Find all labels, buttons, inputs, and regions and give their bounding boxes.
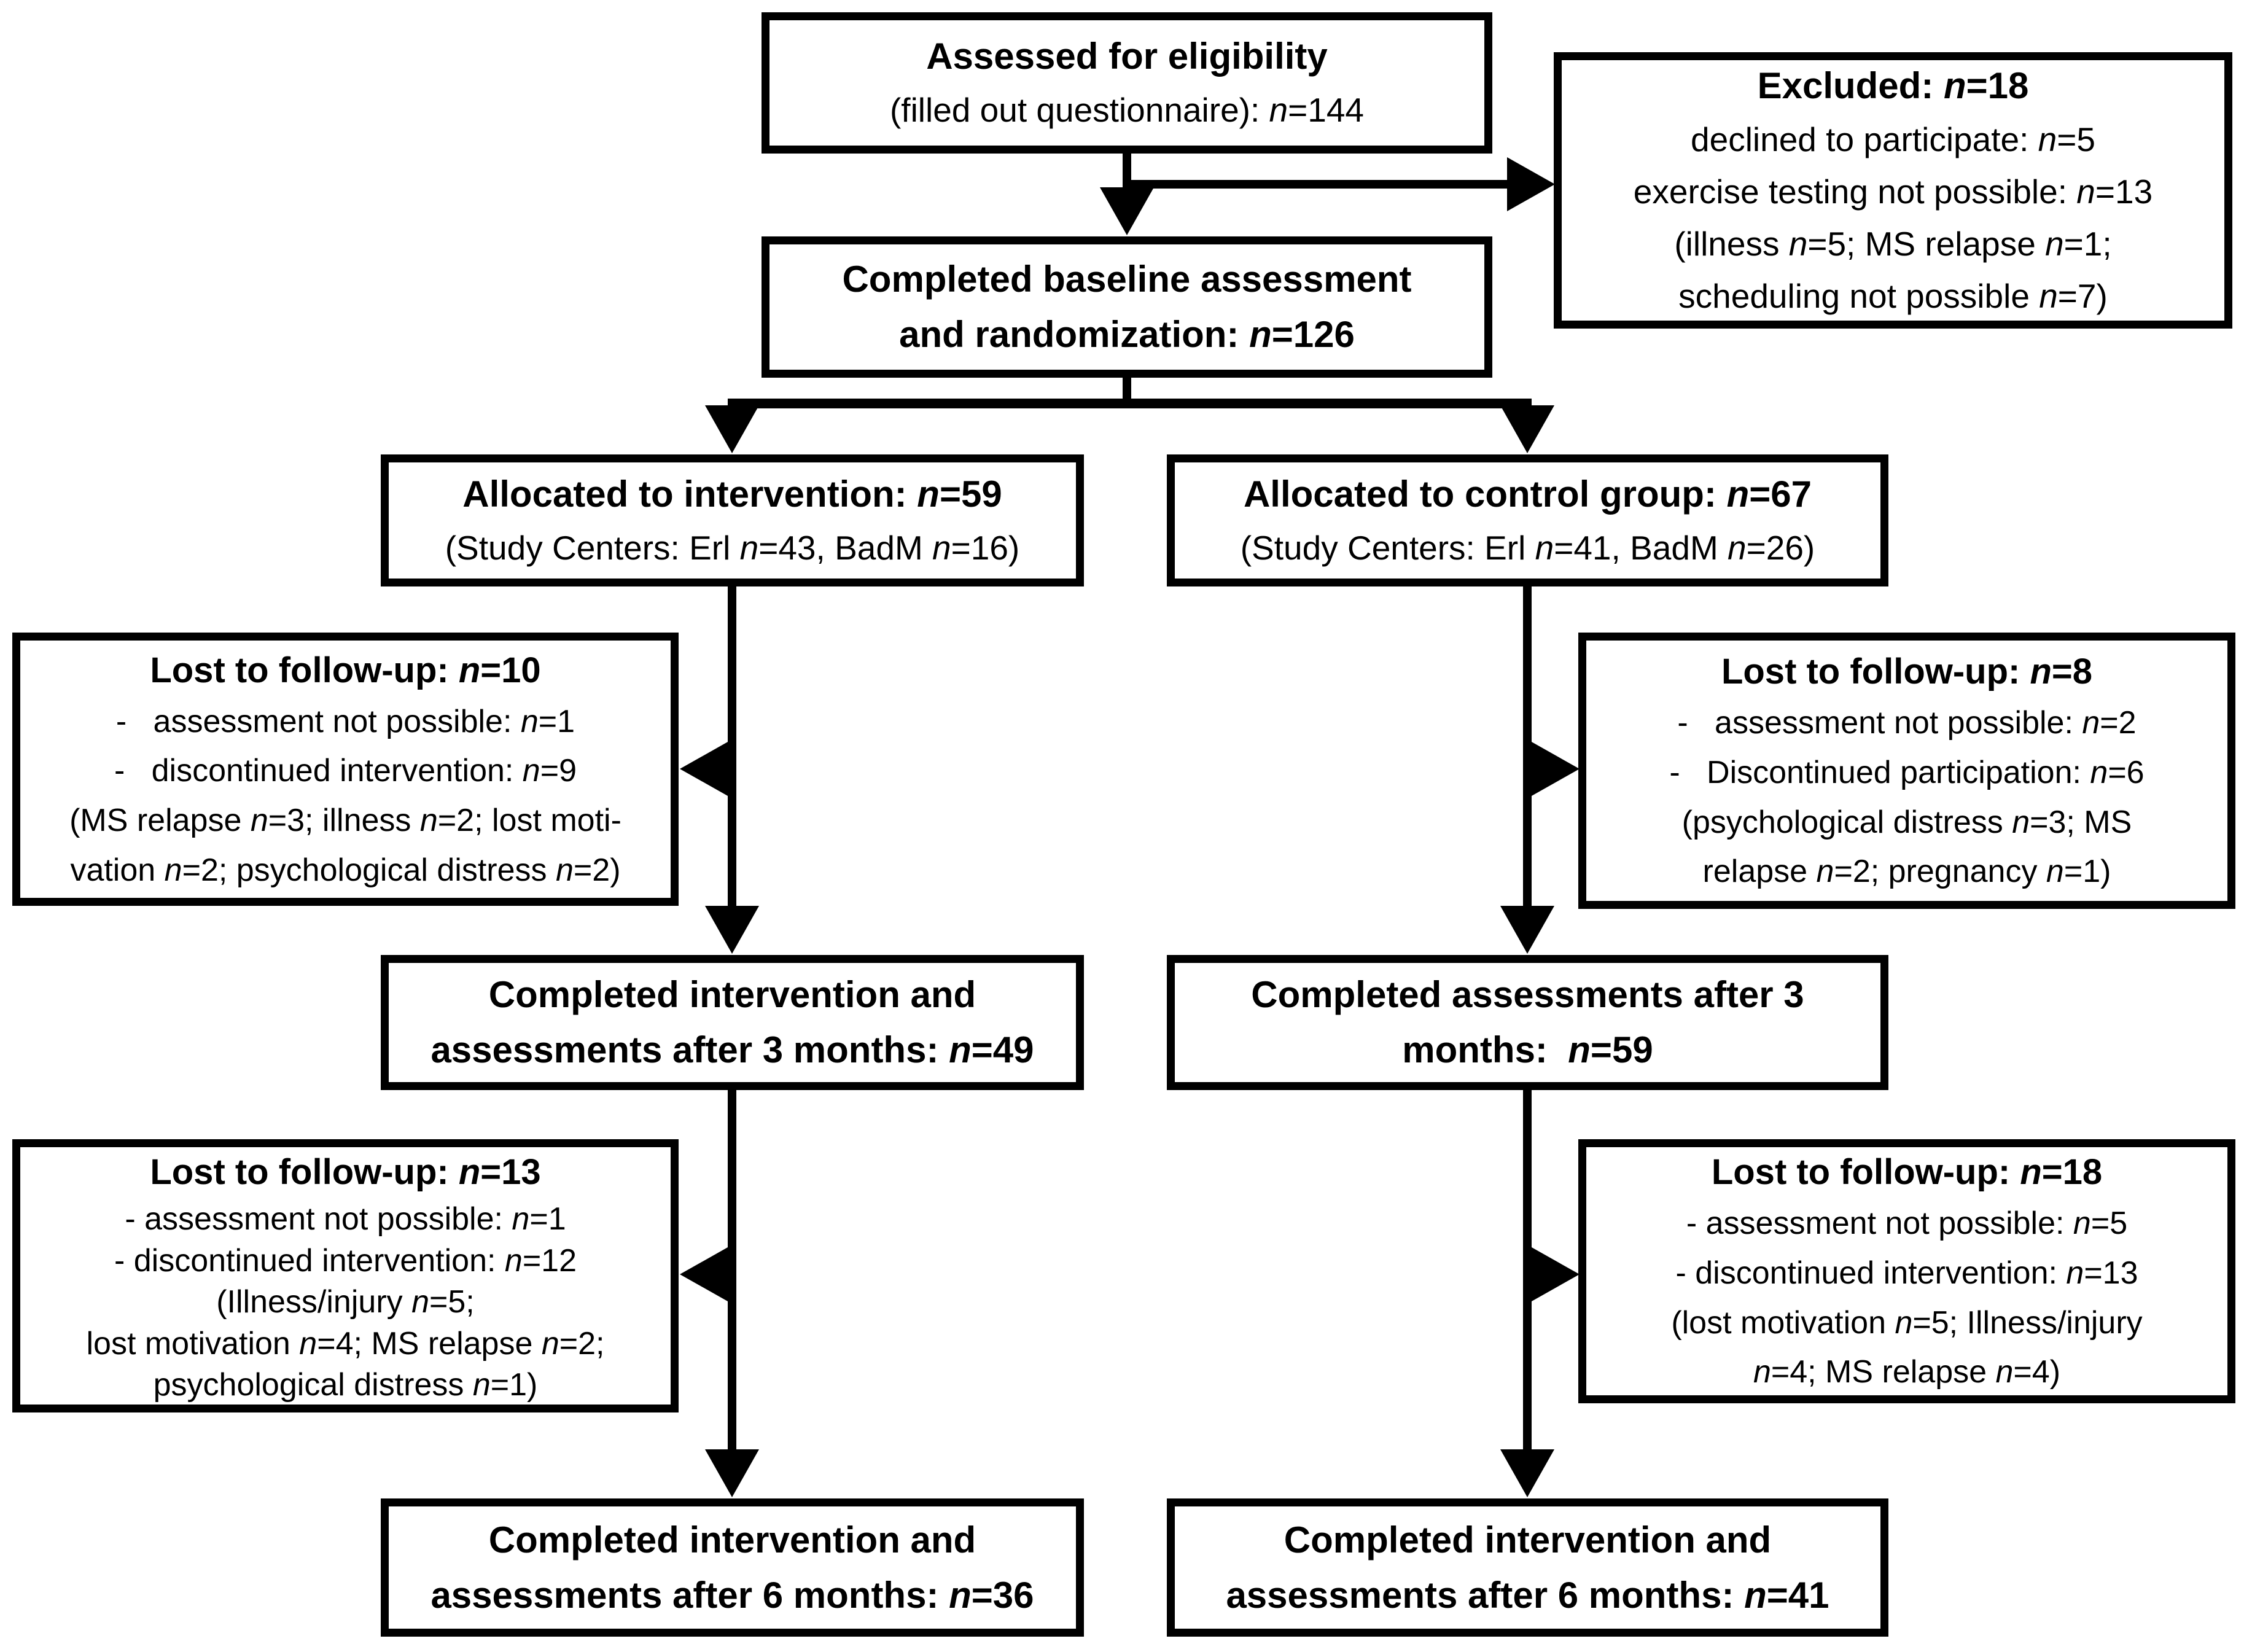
box-assessed-for-eligibility: Assessed for eligibility (filled out que… (762, 12, 1492, 154)
box-lost-followup-intervention-3mo: Lost to follow-up: n=10 - assessment not… (12, 633, 679, 906)
arrowhead-lost-int-2 (680, 1247, 728, 1301)
arrowhead-baseline (1100, 187, 1154, 235)
box-allocated-intervention: Allocated to intervention: n=59 (Study C… (381, 454, 1084, 586)
arrowhead-comp6-ctrl (1500, 1449, 1554, 1497)
box-title: Allocated to control group: n=67 (1243, 473, 1812, 515)
box-lost-followup-control-3mo: Lost to follow-up: n=8 - assessment not … (1578, 633, 2235, 909)
box-title: Lost to follow-up: n=10 (150, 650, 541, 690)
box-title: Lost to follow-up: n=13 (150, 1152, 541, 1193)
arrowhead-comp3-int (705, 906, 759, 954)
box-body: - assessment not possible: n=1- disconti… (86, 1201, 605, 1403)
box-body: - assessment not possible: n=2- Disconti… (1669, 705, 2145, 890)
arrowhead-comp3-ctrl (1500, 906, 1554, 954)
box-title: Excluded: n=18 (1757, 64, 2029, 106)
arrowhead-lost-ctrl-2 (1532, 1247, 1580, 1301)
box-title: Allocated to intervention: n=59 (462, 473, 1002, 515)
box-body: - assessment not possible: n=1- disconti… (69, 703, 621, 888)
box-lost-followup-control-6mo: Lost to follow-up: n=18 - assessment not… (1578, 1139, 2235, 1403)
arrowhead-comp6-int (705, 1449, 759, 1497)
box-lost-followup-intervention-6mo: Lost to follow-up: n=13 - assessment not… (12, 1139, 679, 1412)
box-body: - assessment not possible: n=5- disconti… (1671, 1206, 2143, 1390)
arrowhead-lost-ctrl-1 (1532, 742, 1580, 796)
box-body: (Study Centers: Erl n=43, BadM n=16) (445, 528, 1020, 567)
box-title: Lost to follow-up: n=18 (1711, 1152, 2103, 1193)
box-body: (Study Centers: Erl n=41, BadM n=26) (1240, 528, 1815, 567)
box-body: (filled out questionnaire): n=144 (889, 91, 1365, 130)
box-title: Lost to follow-up: n=8 (1721, 652, 2093, 692)
box-allocated-control: Allocated to control group: n=67 (Study … (1167, 454, 1888, 586)
box-excluded: Excluded: n=18 declined to participate: … (1554, 52, 2232, 329)
box-title: Assessed for eligibility (926, 36, 1328, 77)
arrowhead-lost-int-1 (680, 742, 728, 796)
arrowhead-excluded (1507, 157, 1555, 211)
arrowhead-alloc-control (1500, 405, 1554, 453)
arrowhead-alloc-intervention (705, 405, 759, 453)
